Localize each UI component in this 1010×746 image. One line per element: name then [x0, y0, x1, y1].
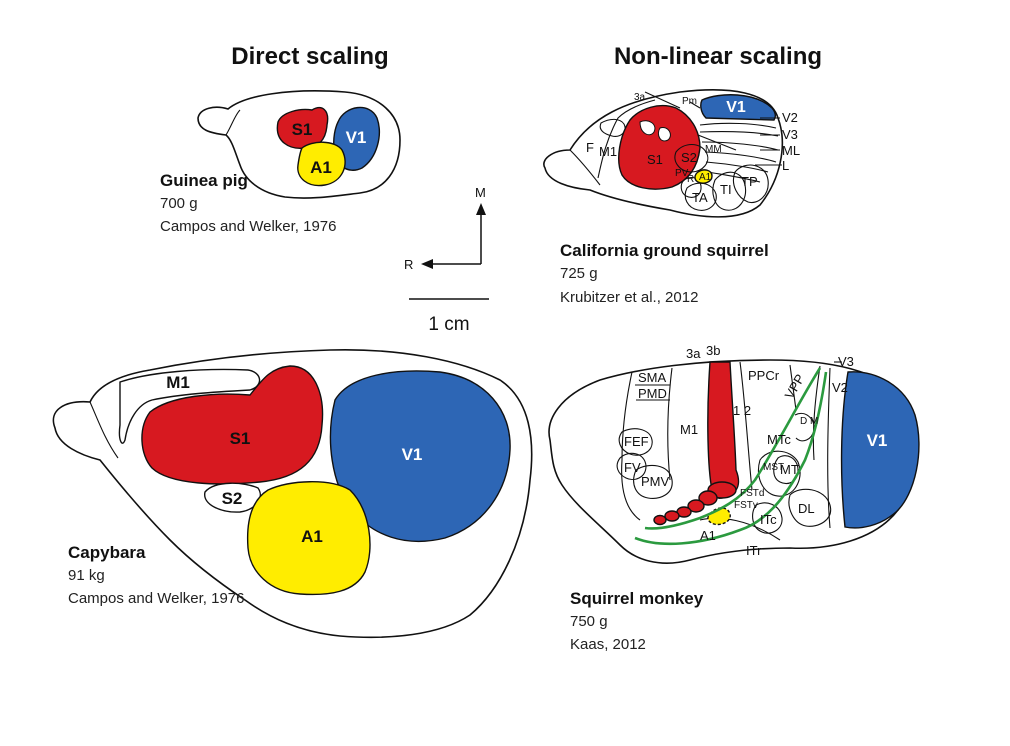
- squirrel-r-label: R: [687, 174, 694, 185]
- squirrel-ti-label: TI: [720, 182, 732, 197]
- squirrel-mass: 725 g: [560, 265, 598, 282]
- monkey-sma-label: SMA: [638, 370, 667, 385]
- guinea-pig-a1-area: [297, 141, 346, 187]
- squirrel-pv-label: PV: [675, 168, 689, 179]
- monkey-dl-label: DL: [798, 501, 815, 516]
- squirrel-v3-label: V3: [782, 127, 798, 142]
- squirrel-tp-label: TP: [741, 174, 758, 189]
- monkey-v3-label: V3: [838, 354, 854, 369]
- monkey-v1-label: V1: [867, 431, 888, 450]
- monkey-mass: 750 g: [570, 613, 608, 630]
- monkey-mtc-label: MTc: [767, 432, 791, 447]
- squirrel-v2-label: V2: [782, 110, 798, 125]
- capybara-s1-label: S1: [230, 429, 251, 448]
- scale-bar: 1 cm: [409, 298, 489, 335]
- monkey-m1-label: M1: [680, 422, 698, 437]
- guinea-pig-source: Campos and Welker, 1976: [160, 218, 337, 235]
- squirrel-mm-label: MM: [705, 144, 722, 155]
- title-direct-scaling: Direct scaling: [231, 43, 388, 70]
- guinea-pig-s1-area: [276, 107, 329, 149]
- monkey-itc-label: ITc: [760, 512, 777, 527]
- squirrel-m1-label: M1: [599, 144, 617, 159]
- monkey-source: Kaas, 2012: [570, 636, 646, 653]
- monkey-itr-label: ITr: [746, 543, 762, 558]
- monkey-3a-label: 3a: [686, 346, 701, 361]
- monkey-fv-label: FV: [624, 460, 641, 475]
- orientation-r-label: R: [404, 257, 413, 272]
- guinea-pig-a1-label: A1: [310, 158, 332, 177]
- squirrel-monkey-brain: 3a 3b SMA PMD M1 FEF FV PMV 1 2 PPCr VPP…: [548, 343, 920, 564]
- capybara-source: Campos and Welker, 1976: [68, 590, 245, 607]
- monkey-fef-label: FEF: [624, 434, 649, 449]
- capybara-name: Capybara: [68, 543, 146, 562]
- monkey-v2-label: V2: [832, 380, 848, 395]
- capybara-mass: 91 kg: [68, 567, 105, 584]
- capybara-brain: M1 S1 V1 S2 A1: [52, 348, 533, 639]
- capybara-a1-area: [246, 481, 371, 596]
- capybara-s1-area: [141, 365, 324, 485]
- squirrel-source: Krubitzer et al., 2012: [560, 289, 698, 306]
- squirrel-pm-label: Pm: [682, 96, 697, 107]
- squirrel-l-label: L: [782, 158, 789, 173]
- monkey-fstd-label: FSTd: [740, 488, 764, 499]
- scale-bar-label: 1 cm: [428, 314, 469, 335]
- guinea-pig-mass: 700 g: [160, 195, 198, 212]
- squirrel-ta-label: TA: [692, 190, 708, 205]
- ground-squirrel-brain: V1 V2 V3 ML L 3a Pm M1 F S1 S2 MM PV R A…: [543, 89, 800, 218]
- monkey-name: Squirrel monkey: [570, 589, 704, 608]
- monkey-ppcr-label: PPCr: [748, 368, 780, 383]
- squirrel-a1-area: [694, 169, 713, 184]
- capybara-v1-label: V1: [402, 445, 423, 464]
- squirrel-v1-label: V1: [726, 99, 746, 116]
- guinea-pig-v1-area: [333, 106, 380, 171]
- capybara-s2-label: S2: [222, 489, 243, 508]
- monkey-fstv-label: FSTv: [734, 500, 758, 511]
- monkey-a1-label: A1: [700, 528, 716, 543]
- monkey-mt-label: MT: [780, 462, 799, 477]
- guinea-pig-s1-label: S1: [292, 120, 313, 139]
- squirrel-s2-label: S2: [681, 150, 697, 165]
- monkey-mst-label: MST: [763, 462, 784, 473]
- title-nonlinear-scaling: Non-linear scaling: [614, 43, 822, 70]
- monkey-dm-label: D M: [800, 416, 818, 427]
- squirrel-f-label: F: [586, 140, 594, 155]
- monkey-pmd-label: PMD: [638, 386, 667, 401]
- capybara-a1-label: A1: [301, 527, 323, 546]
- monkey-pmv-label: PMV: [641, 474, 670, 489]
- squirrel-ml-label: ML: [782, 143, 800, 158]
- guinea-pig-name: Guinea pig: [160, 171, 248, 190]
- monkey-12-label: 1 2: [733, 403, 751, 418]
- squirrel-3a-label: 3a: [634, 92, 646, 103]
- squirrel-a1-label: A1: [699, 172, 712, 183]
- monkey-3b-label: 3b: [706, 343, 720, 358]
- squirrel-name: California ground squirrel: [560, 241, 769, 260]
- guinea-pig-v1-label: V1: [346, 128, 367, 147]
- capybara-m1-label: M1: [166, 373, 190, 392]
- guinea-pig-brain: S1 V1 A1: [197, 90, 401, 199]
- squirrel-v1-area: [700, 94, 777, 121]
- orientation-m-label: M: [475, 185, 486, 200]
- squirrel-s1-label: S1: [647, 152, 663, 167]
- monkey-v1-area: [840, 371, 920, 529]
- orientation-arrows: M R: [404, 185, 486, 272]
